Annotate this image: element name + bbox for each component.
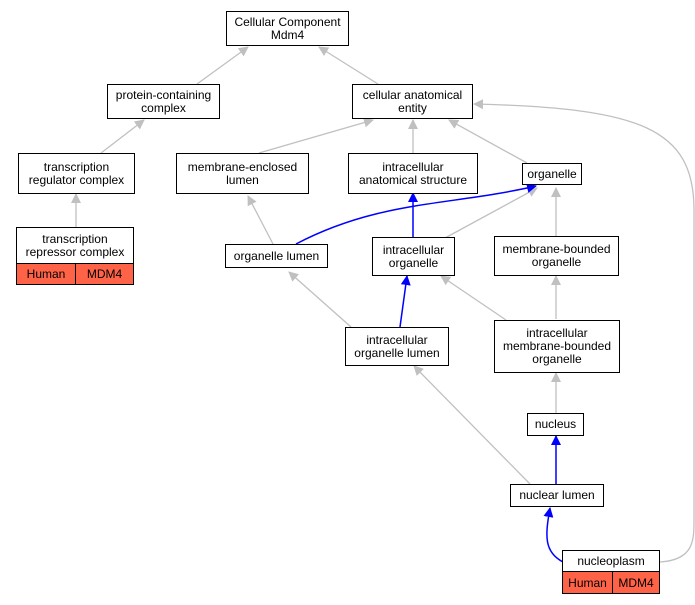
node-organelle-lumen[interactable]: organelle lumen [225, 244, 328, 268]
node-organelle[interactable]: organelle [522, 163, 582, 185]
node-nucleoplasm[interactable]: nucleoplasm [562, 550, 660, 572]
annotation-gene-mdm4: MDM4 [612, 572, 660, 594]
node-protein-containing-complex[interactable]: protein-containing complex [107, 84, 220, 119]
annotation-species-human: Human [562, 572, 613, 594]
edge-trc-to-protein-complex [100, 119, 145, 154]
node-nuclear-lumen[interactable]: nuclear lumen [510, 484, 604, 507]
edge-nl-to-iol [413, 365, 531, 485]
edge-protein-complex-to-cc [196, 46, 249, 85]
edge-imbo-to-io [440, 275, 507, 321]
node-cellular-component-mdm4[interactable]: Cellular Component Mdm4 [226, 11, 349, 46]
node-membrane-bounded-organelle[interactable]: membrane-bounded organelle [494, 236, 619, 276]
edge-cae-to-cc [318, 46, 379, 85]
node-transcription-regulator-complex[interactable]: transcription regulator complex [18, 153, 135, 194]
node-cellular-anatomical-entity[interactable]: cellular anatomical entity [352, 84, 473, 119]
edge-io-to-organelle [444, 187, 538, 239]
node-transcription-repressor-complex[interactable]: transcription repressor complex [16, 227, 134, 264]
node-intracellular-organelle[interactable]: intracellular organelle [372, 237, 455, 276]
edge-nucleoplasm-to-cae [473, 99, 695, 563]
edge-iol-to-ol [288, 271, 352, 328]
node-intracellular-anatomical-structure[interactable]: intracellular anatomical structure [348, 153, 478, 194]
edge-ol-to-mel [247, 195, 274, 245]
edge-organelle-to-cae [448, 119, 528, 164]
node-membrane-enclosed-lumen[interactable]: membrane-enclosed lumen [176, 153, 309, 194]
edge-iol-to-io [399, 275, 411, 328]
node-intracellular-organelle-lumen[interactable]: intracellular organelle lumen [345, 327, 449, 366]
edge-ol-to-organelle [295, 183, 537, 245]
edge-mel-to-cae [258, 117, 374, 154]
annotation-gene-mdm4: MDM4 [75, 264, 134, 285]
node-nucleus[interactable]: nucleus [527, 413, 584, 436]
annotation-species-human: Human [16, 264, 76, 285]
edge-nucleoplasm-to-nl [543, 507, 564, 563]
node-intracellular-membrane-bounded-organelle[interactable]: intracellular membrane-bounded organelle [494, 320, 620, 373]
